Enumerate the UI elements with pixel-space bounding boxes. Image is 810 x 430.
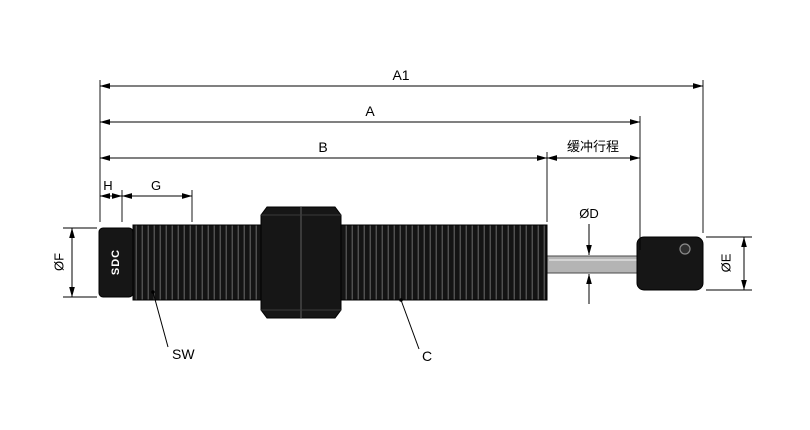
dimension-buffer-stroke: 缓冲行程 [546, 139, 641, 161]
stop-cap [636, 236, 704, 291]
dimension-d: ØD [579, 206, 599, 304]
dim-label-buffer-stroke: 缓冲行程 [567, 139, 619, 154]
dim-label-a1: A1 [392, 67, 409, 83]
callout-label-sw: SW [172, 346, 195, 362]
dimension-b: B [99, 139, 548, 161]
leader-dot-c [399, 298, 403, 302]
dimension-a1: A1 [99, 67, 704, 89]
leader-dot-sw [151, 290, 155, 294]
dim-label-g: G [151, 178, 161, 193]
callout-sw: SW [151, 290, 195, 362]
dim-label-e: ØE [719, 253, 734, 272]
brand-logo-text: SDC [110, 249, 122, 275]
set-screw-hole [679, 243, 691, 255]
dim-label-d: ØD [579, 206, 599, 221]
leader-line-sw [152, 291, 169, 348]
threaded-section-rear [340, 224, 548, 301]
dimension-a: A [99, 103, 641, 125]
callout-label-c: C [422, 348, 432, 364]
threaded-section-front [132, 224, 263, 301]
dimension-e: ØE [719, 236, 747, 291]
dim-label-f: ØF [52, 253, 67, 271]
dim-label-a: A [365, 103, 375, 119]
dim-label-b: B [318, 139, 327, 155]
leader-line-c [400, 299, 420, 350]
piston-rod [546, 255, 641, 274]
dim-label-h: H [103, 178, 112, 193]
shock-absorber-body: SDC [98, 206, 704, 319]
dimension-g: G [121, 178, 193, 199]
dimension-f: ØF [52, 227, 75, 298]
dimension-h: H [99, 178, 123, 199]
callout-c: C [399, 298, 432, 364]
